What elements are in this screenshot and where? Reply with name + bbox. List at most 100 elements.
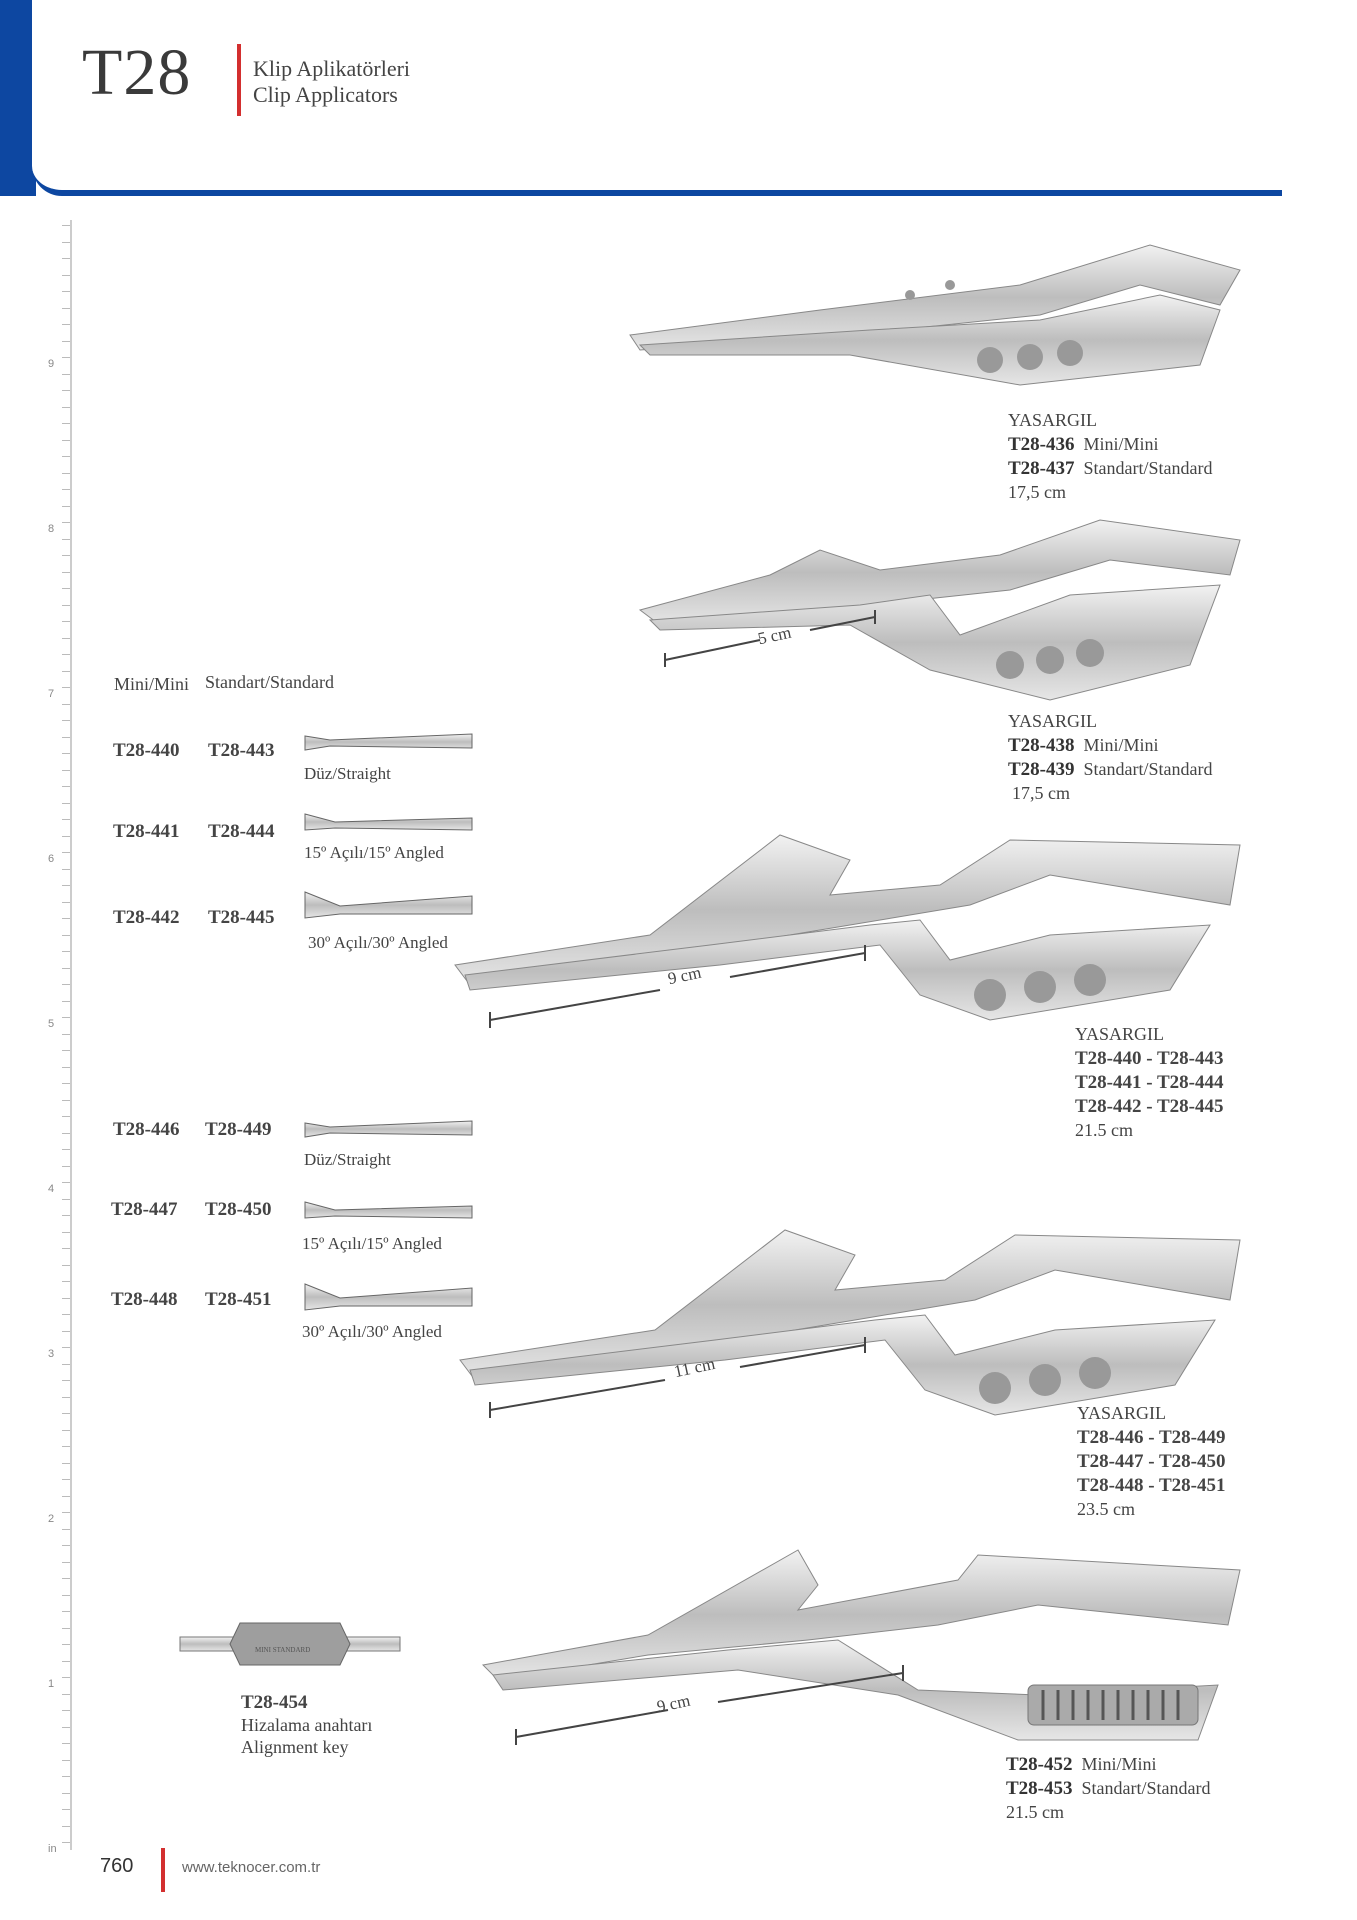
ruler-tick — [62, 1512, 70, 1513]
product-name-tr: Hizalama anahtarı — [241, 1715, 373, 1735]
tip-code-standard: T28-445 — [208, 907, 275, 928]
ruler-tick — [62, 951, 70, 952]
ruler-tick — [62, 1594, 70, 1596]
ruler-tick — [62, 571, 70, 573]
product-code: T28-442 - T28-445 — [1075, 1096, 1224, 1117]
ruler-tick — [62, 1561, 70, 1563]
product-code: T28-436 — [1008, 434, 1075, 455]
clip-applicator-image — [638, 519, 1241, 701]
column-header-standard: Standart/Standard — [205, 672, 334, 692]
ruler-tick — [62, 1000, 70, 1002]
tip-code-standard: T28-444 — [208, 821, 275, 842]
product-variant: Standart/Standard — [1081, 1778, 1211, 1798]
product-line: T28-436 Mini/Mini — [1008, 432, 1159, 458]
ruler-tick — [62, 1380, 70, 1381]
ruler-tick — [62, 852, 70, 853]
tip-type: 30º Açılı/30º Angled — [308, 933, 448, 952]
ruler-tick — [62, 1347, 70, 1348]
product-code: T28-438 — [1008, 735, 1075, 756]
angled-30-tip-image — [304, 891, 473, 919]
ruler-tick — [62, 357, 70, 358]
ruler-tick — [62, 1611, 70, 1612]
product-code: T28-441 - T28-444 — [1075, 1072, 1224, 1093]
ruler-tick — [62, 637, 70, 639]
product-name-en: Alignment key — [241, 1737, 349, 1757]
product-name: YASARGIL — [1075, 1024, 1165, 1044]
ruler-tick — [62, 621, 70, 622]
ruler-tick — [62, 901, 70, 903]
ruler-tick — [62, 885, 70, 886]
ruler-number: 2 — [48, 1513, 55, 1525]
ruler-tick — [62, 1165, 70, 1167]
ruler-tick — [62, 1776, 70, 1777]
ruler-tick — [62, 472, 70, 474]
ruler-tick — [62, 324, 70, 325]
ruler-tick — [62, 241, 70, 243]
ruler-tick — [62, 868, 70, 870]
header-title-en: Clip Applicators — [253, 82, 398, 107]
ruler-tick — [62, 918, 70, 919]
product-line: T28-438 Mini/Mini — [1008, 733, 1159, 759]
ruler-tick — [62, 1182, 70, 1183]
ruler-tick — [62, 588, 70, 589]
ruler-tick — [62, 1297, 70, 1299]
tip-code-mini: T28-447 — [111, 1199, 178, 1220]
product-code: T28-448 - T28-451 — [1077, 1475, 1226, 1496]
header-banner — [32, 0, 1282, 196]
ruler-number: 9 — [48, 358, 55, 370]
product-variant: Standart/Standard — [1083, 458, 1213, 478]
ruler-number: 1 — [48, 1678, 55, 1690]
ruler-tick — [62, 1842, 70, 1843]
ruler-tick — [62, 769, 70, 771]
product-code: T28-453 — [1006, 1778, 1073, 1799]
ruler-tick — [62, 1528, 70, 1530]
ruler-tick — [62, 1710, 70, 1711]
alignment-key-image — [179, 1622, 401, 1666]
tip-code-mini: T28-446 — [113, 1119, 180, 1140]
ruler-tick — [62, 373, 70, 375]
product-variant: Standart/Standard — [1083, 759, 1213, 779]
tip-code-mini: T28-440 — [113, 740, 180, 761]
ruler-tick — [62, 703, 70, 705]
tip-code-mini: T28-442 — [113, 907, 180, 928]
tip-code-standard: T28-450 — [205, 1199, 272, 1220]
ruler-tick — [62, 456, 70, 457]
product-size: 21.5 cm — [1075, 1120, 1133, 1140]
product-size: 17,5 cm — [1012, 783, 1070, 803]
ruler-tick — [62, 967, 70, 969]
ruler-tick — [62, 1446, 70, 1447]
product-line: T28-452 Mini/Mini — [1006, 1752, 1157, 1778]
ruler-tick — [62, 555, 70, 556]
ruler-tick — [62, 654, 70, 655]
ruler-tick — [62, 390, 70, 391]
ruler-tick — [62, 423, 70, 424]
ruler-tick — [62, 1759, 70, 1761]
ruler-tick — [62, 1050, 70, 1051]
ruler-tick — [62, 604, 70, 606]
tip-code-mini: T28-448 — [111, 1289, 178, 1310]
footer-url[interactable]: www.teknocer.com.tr — [182, 1859, 321, 1876]
ruler-tick — [62, 340, 70, 342]
ruler-tick — [62, 1792, 70, 1794]
tip-code-mini: T28-441 — [113, 821, 180, 842]
ruler-tick — [62, 258, 70, 259]
tip-code-standard: T28-449 — [205, 1119, 272, 1140]
ruler-tick — [62, 1743, 70, 1744]
page-number: 760 — [100, 1855, 134, 1877]
ruler-tick — [62, 1149, 70, 1150]
product-variant: Mini/Mini — [1083, 434, 1159, 454]
product-name: YASARGIL — [1008, 410, 1098, 430]
ruler-tick — [62, 1825, 70, 1827]
ruler-tick — [62, 1099, 70, 1101]
tip-type: Düz/Straight — [304, 764, 391, 783]
product-line: T28-439 Standart/Standard — [1008, 757, 1212, 783]
ruler-tick — [62, 786, 70, 787]
ruler-tick — [62, 1363, 70, 1365]
ruler-tick — [62, 1578, 70, 1579]
header-divider — [237, 44, 241, 116]
ruler-tick — [62, 1627, 70, 1629]
ruler-tick — [62, 225, 70, 226]
tip-type: 15º Açılı/15º Angled — [302, 1234, 442, 1253]
clip-applicator-image — [459, 1229, 1241, 1418]
product-line: T28-437 Standart/Standard — [1008, 456, 1212, 482]
